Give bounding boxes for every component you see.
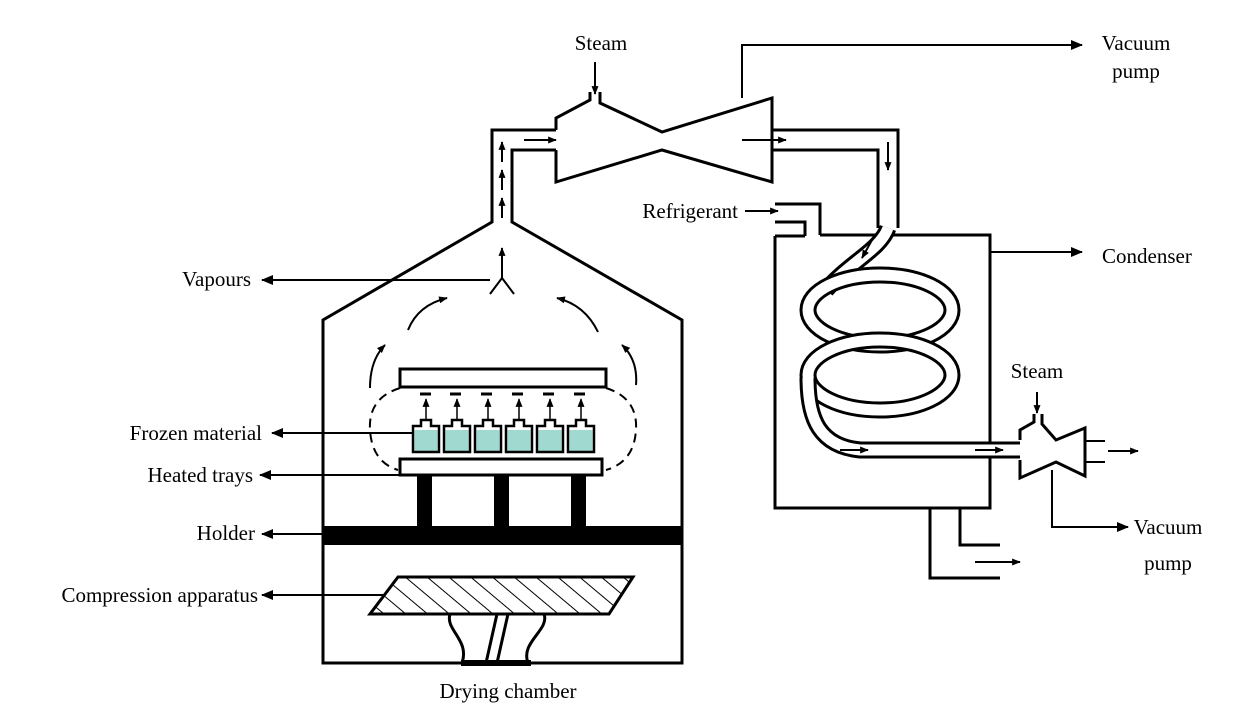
small-ejector-body	[1018, 414, 1087, 481]
label-vapours: Vapours	[182, 267, 251, 291]
refrigerant-inlet	[775, 202, 822, 236]
condenser	[745, 202, 1083, 580]
tray-leg	[417, 476, 432, 529]
label-vacuum-pump-top: Vacuum	[1102, 31, 1171, 55]
circulation-loop	[605, 387, 638, 471]
label-heated-trays: Heated trays	[147, 463, 253, 487]
vial	[473, 398, 503, 454]
label-holder: Holder	[197, 521, 255, 545]
vapour-flow-arrow	[369, 344, 386, 389]
holder	[323, 526, 682, 545]
frozen-material-vials	[411, 398, 596, 454]
label-compression-apparatus: Compression apparatus	[61, 583, 258, 607]
label-vacuum-pump-top: pump	[1112, 59, 1160, 83]
label-steam-right: Steam	[1011, 359, 1064, 383]
label-vacuum-pump-right: pump	[1144, 551, 1192, 575]
labels: Steam Vacuum pump Refrigerant Condenser …	[61, 31, 1202, 703]
steam-ejector-top	[554, 40, 1083, 228]
vial	[504, 398, 534, 454]
vapour-flow-arrow	[556, 296, 599, 333]
vapour-flow-arrow	[621, 344, 638, 386]
drying-chamber	[321, 128, 684, 666]
label-steam-top: Steam	[575, 31, 628, 55]
label-condenser: Condenser	[1102, 244, 1192, 268]
vial	[411, 398, 441, 454]
compression-stem	[484, 613, 510, 664]
compression-stand	[447, 613, 547, 664]
vapour-flow-arrow	[407, 296, 448, 331]
circulation-loop	[368, 387, 401, 471]
tray-leg	[494, 476, 509, 529]
compression-plate	[366, 575, 636, 616]
vacuum-line-top	[741, 40, 1083, 98]
label-drying-chamber: Drying chamber	[439, 679, 576, 703]
label-vacuum-pump-right: Vacuum	[1134, 515, 1203, 539]
steam-ejector-right	[1018, 392, 1139, 532]
condenser-outline	[773, 233, 1000, 580]
condensing-plate	[398, 367, 608, 389]
compression-base	[461, 660, 531, 666]
vapour-symbol	[489, 262, 515, 295]
vacuum-line-right	[1051, 470, 1129, 532]
condenser-coil	[799, 224, 1020, 459]
vial	[442, 398, 472, 454]
tray-leg	[571, 476, 586, 529]
vapour-duct	[490, 128, 556, 213]
vial	[566, 398, 596, 454]
ejector-outlet-duct	[772, 128, 900, 228]
label-refrigerant: Refrigerant	[642, 199, 738, 223]
label-pointers	[259, 275, 490, 600]
ejector-body	[554, 92, 774, 185]
heated-tray	[398, 457, 604, 477]
label-frozen-material: Frozen material	[130, 421, 263, 445]
vial	[535, 398, 565, 454]
